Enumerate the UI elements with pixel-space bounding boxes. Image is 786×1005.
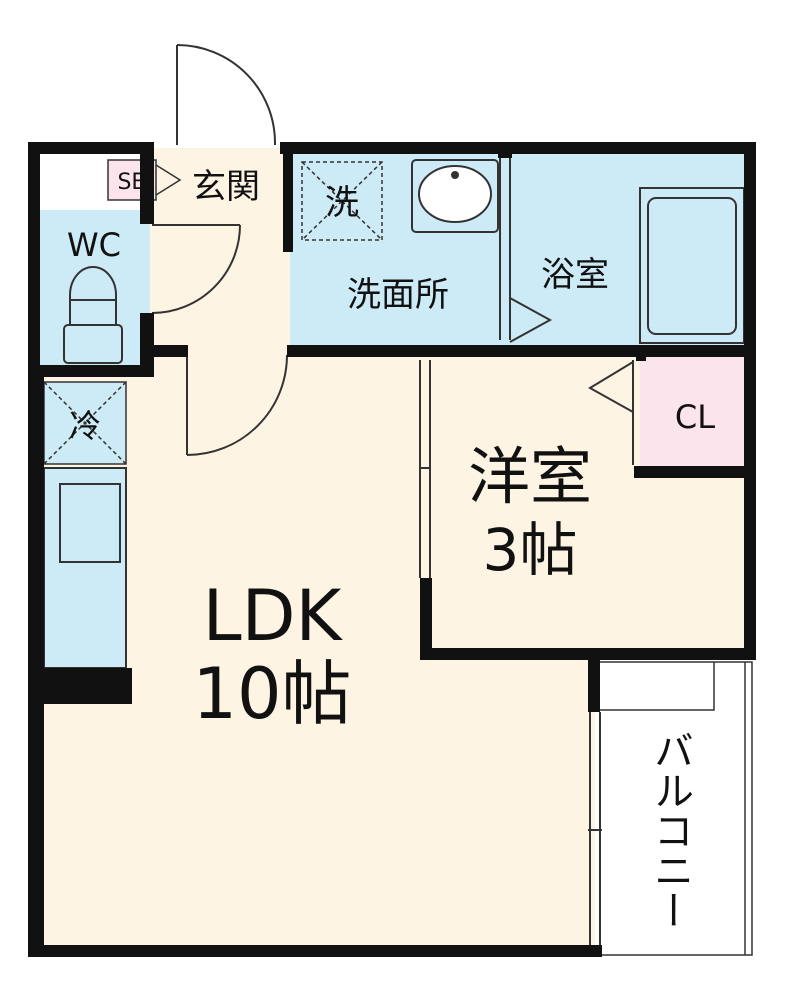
- washer-space: [301, 161, 383, 241]
- cl-door: [588, 360, 634, 465]
- yokushitsu-label: 浴室: [541, 255, 609, 295]
- yoshitsu-label: 洋室: [468, 440, 592, 513]
- fridge-label: 冷: [69, 407, 101, 445]
- kitchen-counter: [43, 467, 127, 669]
- toilet-icon: [63, 266, 123, 364]
- balcony-sliding-window: [588, 712, 602, 950]
- cl-floor: [640, 355, 748, 470]
- wc-door: [151, 224, 241, 314]
- fridge-space: [43, 381, 127, 465]
- genkan-label: 玄関: [192, 167, 260, 207]
- washer-label: 洗: [325, 183, 359, 223]
- ldk-label: LDK: [203, 575, 344, 657]
- bathtub-icon: [639, 187, 745, 344]
- washbasin-icon: [411, 159, 499, 233]
- bath-door: [499, 150, 553, 343]
- balcony-label: バルコニー: [647, 730, 693, 930]
- sb-label: SB: [117, 170, 146, 195]
- ldk-size-label: 10帖: [192, 653, 351, 735]
- balcony-rail: [600, 661, 753, 956]
- ldk-entry-door: [186, 354, 288, 456]
- cl-label: CL: [675, 398, 715, 436]
- wc-label: WC: [67, 226, 121, 264]
- yoshitsu-sliding-door: [419, 360, 431, 578]
- entrance-door: [176, 44, 277, 146]
- yoshitsu-size-label: 3帖: [483, 516, 578, 584]
- walls: [28, 142, 756, 957]
- senmenjo-label: 洗面所: [347, 275, 449, 315]
- balcony-floor: [598, 660, 750, 953]
- genkan-floor: [150, 148, 290, 350]
